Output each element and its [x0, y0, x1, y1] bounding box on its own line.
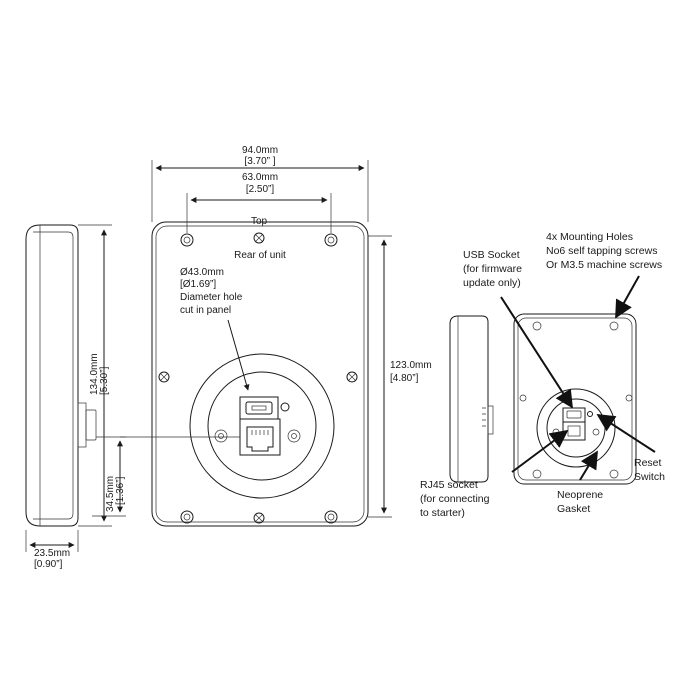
hole-cutout-line-2: [Ø1.69”]	[180, 279, 216, 290]
arrow-reset-switch	[596, 414, 656, 453]
hole-cutout-line-3: Diameter hole	[180, 292, 243, 303]
mounting-holes-line-2: No6 self tapping screws	[546, 245, 657, 257]
usb-socket-line-3: update only)	[463, 277, 521, 289]
front-usb-socket	[239, 396, 290, 420]
callout-arrows	[500, 275, 656, 481]
label-rear-of-unit: Rear of unit	[234, 250, 286, 261]
front-gasket	[189, 353, 335, 499]
reset-switch-line-1: Reset	[634, 457, 662, 469]
hole-cutout-line-4: cut in panel	[180, 305, 231, 316]
depth-mm: 23.5mm	[34, 548, 70, 559]
neoprene-gasket-line-1: Neoprene	[557, 489, 603, 501]
reset-switch-line-2: Switch	[634, 471, 665, 483]
label-top: Top	[251, 216, 268, 227]
usb-socket-line-1: USB Socket	[463, 249, 520, 261]
usb-socket-line-2: (for firmware	[463, 263, 522, 275]
socket-offset-in: [1.36”]	[115, 476, 126, 505]
hole-spacing-in: [2.50”]	[246, 184, 275, 195]
rj45-socket-line-3: to starter)	[420, 507, 465, 519]
rj45-socket-line-1: RJ45 socket	[420, 479, 478, 491]
front-mounting-holes	[180, 233, 338, 524]
width-mm: 94.0mm	[242, 145, 278, 156]
hole-cutout-line-1: Ø43.0mm	[180, 267, 224, 278]
hole-spacing-mm: 63.0mm	[242, 172, 278, 183]
rj45-socket-line-2: (for connecting	[420, 493, 490, 505]
arrow-rj45-socket	[511, 429, 569, 473]
side-height-in: [5.30”]	[99, 366, 110, 395]
arrow-usb-socket	[500, 296, 573, 409]
side-view	[25, 224, 126, 552]
arrow-neoprene-gasket	[579, 450, 598, 481]
mounting-holes-line-3: Or M3.5 machine screws	[546, 259, 662, 271]
width-in: [3.70” ]	[244, 156, 275, 167]
height-in: [4.80”]	[390, 373, 419, 384]
height-mm: 123.0mm	[390, 360, 432, 371]
arrow-mounting-holes	[615, 275, 640, 319]
front-view	[120, 221, 369, 527]
mounting-holes-line-1: 4x Mounting Holes	[546, 231, 633, 243]
front-dimensions	[151, 160, 392, 518]
socket-offset-mm: 34.5mm	[105, 476, 116, 512]
neoprene-gasket-line-2: Gasket	[557, 503, 590, 515]
depth-in: [0.90”]	[34, 559, 63, 570]
front-rj45-socket	[239, 418, 281, 456]
callout-view	[449, 313, 637, 485]
front-screws	[158, 232, 358, 524]
side-height-mm: 134.0mm	[89, 353, 100, 395]
